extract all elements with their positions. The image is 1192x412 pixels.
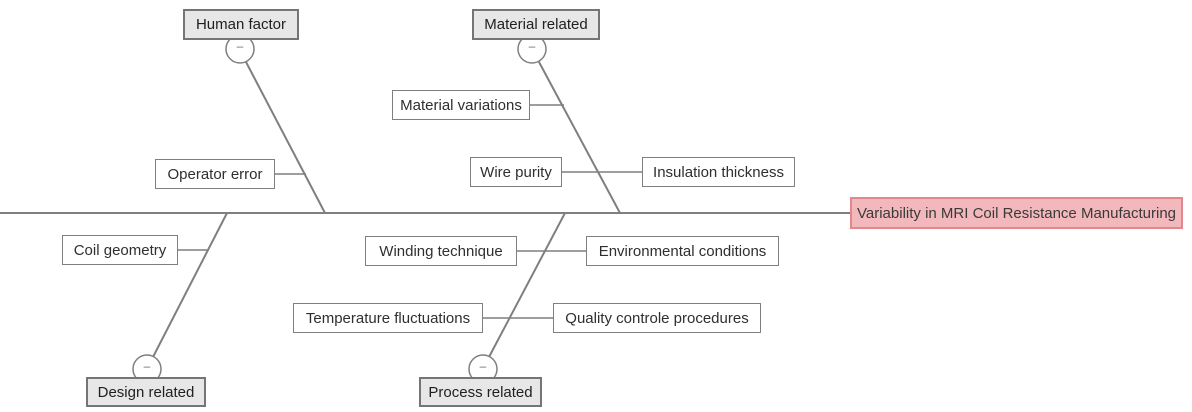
- minus-icon: –: [237, 39, 244, 53]
- minus-icon: –: [144, 359, 151, 373]
- cause-node-insulation-thickness[interactable]: Insulation thickness: [642, 157, 795, 187]
- category-node-human-factor[interactable]: Human factor: [183, 9, 299, 40]
- cause-node-operator-error[interactable]: Operator error: [155, 159, 275, 189]
- minus-icon: –: [480, 359, 487, 373]
- branch-line-process-related: [488, 212, 566, 358]
- branch-line-human-factor: [245, 61, 326, 214]
- collapse-button-process-related[interactable]: –: [468, 354, 498, 384]
- branch-line-material-related: [538, 61, 621, 214]
- category-node-design-related[interactable]: Design related: [86, 377, 206, 407]
- branch-line-design-related: [152, 212, 228, 358]
- cause-node-material-variations[interactable]: Material variations: [392, 90, 530, 120]
- category-node-material-related[interactable]: Material related: [472, 9, 600, 40]
- cause-node-temperature-fluctuations[interactable]: Temperature fluctuations: [293, 303, 483, 333]
- effect-node[interactable]: Variability in MRI Coil Resistance Manuf…: [850, 197, 1183, 229]
- minus-icon: –: [529, 39, 536, 53]
- category-node-process-related[interactable]: Process related: [419, 377, 542, 407]
- cause-node-coil-geometry[interactable]: Coil geometry: [62, 235, 178, 265]
- cause-node-quality-controle-procedures[interactable]: Quality controle procedures: [553, 303, 761, 333]
- cause-node-environmental-conditions[interactable]: Environmental conditions: [586, 236, 779, 266]
- cause-node-wire-purity[interactable]: Wire purity: [470, 157, 562, 187]
- cause-node-winding-technique[interactable]: Winding technique: [365, 236, 517, 266]
